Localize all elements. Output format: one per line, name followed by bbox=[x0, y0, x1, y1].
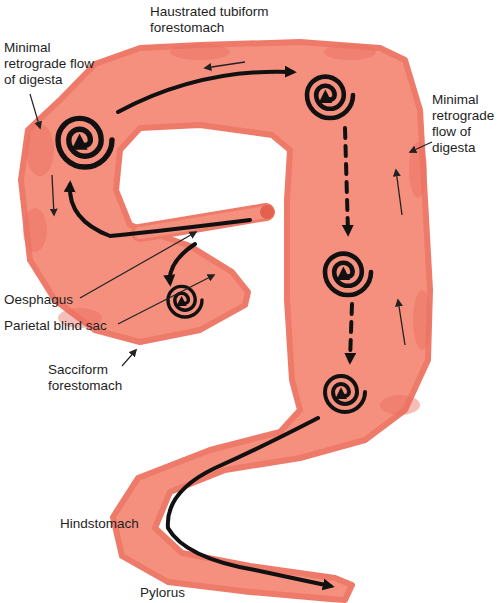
part-label: Oesphagus bbox=[4, 292, 124, 308]
part-label: Hindstomach bbox=[60, 516, 170, 532]
leader-line bbox=[410, 142, 432, 152]
retrograde-arrow bbox=[396, 170, 402, 215]
part-label: Parietal blind sac bbox=[4, 318, 134, 334]
mixing-spiral bbox=[325, 376, 365, 412]
retrograde-arrow bbox=[52, 175, 54, 215]
flow-arrow bbox=[350, 304, 352, 360]
flow-arrow bbox=[168, 418, 330, 586]
haustrum bbox=[413, 290, 431, 350]
flow-arrow bbox=[70, 185, 250, 236]
mixing-spiral bbox=[325, 254, 371, 295]
part-label: Pylorus bbox=[140, 585, 240, 601]
retrograde-arrow bbox=[205, 62, 245, 68]
part-label: Minimal retrograde flow of digesta bbox=[4, 40, 108, 88]
flow-arrows bbox=[70, 72, 352, 586]
haustrum bbox=[324, 44, 376, 60]
leader-line bbox=[80, 232, 196, 298]
haustrum bbox=[26, 124, 54, 176]
haustrum bbox=[409, 142, 427, 198]
haustrum bbox=[23, 208, 47, 252]
haustrum bbox=[380, 395, 420, 415]
retrograde-arrows bbox=[52, 62, 405, 345]
haustra-shading bbox=[23, 44, 431, 415]
oesophagus-opening bbox=[260, 205, 274, 219]
flow-arrow bbox=[170, 244, 195, 282]
part-label: Sacciform forestomach bbox=[48, 362, 148, 394]
leader-line bbox=[118, 275, 214, 324]
retrograde-arrow bbox=[398, 300, 405, 345]
leader-line bbox=[122, 350, 136, 366]
flow-arrow bbox=[118, 72, 292, 112]
mixing-spiral bbox=[168, 286, 202, 317]
haustrum bbox=[170, 44, 230, 60]
leader-line bbox=[30, 94, 40, 128]
part-label: Minimal retrograde flow of digesta bbox=[432, 92, 498, 156]
flow-arrow bbox=[345, 128, 348, 232]
mixing-spiral bbox=[58, 118, 112, 167]
mixing-spiral bbox=[307, 77, 353, 118]
part-label: Haustrated tubiform forestomach bbox=[150, 4, 300, 36]
